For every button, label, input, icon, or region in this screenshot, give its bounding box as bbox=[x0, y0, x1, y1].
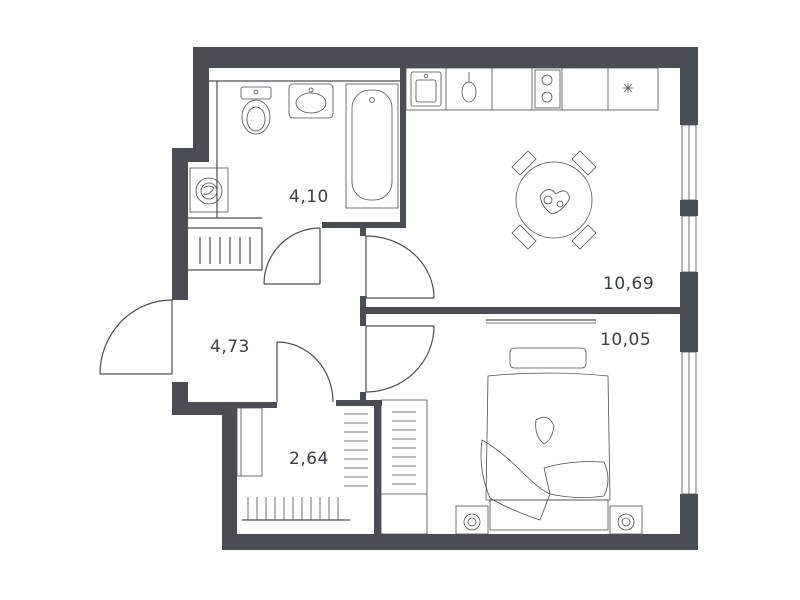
wall-right-bottom bbox=[680, 494, 698, 550]
toilet-icon bbox=[240, 86, 272, 135]
wall-hall-post-mid bbox=[360, 296, 366, 326]
wall-right-pier1 bbox=[680, 200, 698, 216]
wall-storage-right bbox=[374, 400, 381, 534]
bedroom-wardrobe bbox=[380, 399, 428, 535]
wall-right-pier2 bbox=[680, 272, 698, 352]
washing-machine-icon bbox=[189, 167, 229, 213]
wall-left-upper bbox=[193, 47, 209, 162]
door-entrance bbox=[99, 299, 173, 375]
wall-left-mid bbox=[172, 148, 188, 300]
wall-bath-bottom-right bbox=[322, 222, 406, 228]
bedside-lamp-right bbox=[609, 505, 643, 535]
wall-bath-right bbox=[400, 68, 406, 228]
area-label-kitchen: 10,69 bbox=[603, 274, 654, 294]
sink-icon bbox=[288, 83, 334, 119]
wall-hall-post bbox=[360, 228, 366, 236]
door-bedroom bbox=[365, 325, 435, 393]
doors bbox=[99, 227, 435, 403]
kitchen-sink-icon bbox=[410, 71, 442, 107]
wardrobe-icon bbox=[199, 237, 251, 264]
wall-storage-top bbox=[336, 400, 382, 406]
tv-panel bbox=[486, 319, 596, 324]
bed-icon bbox=[480, 347, 611, 531]
area-label-hallway: 4,73 bbox=[210, 337, 250, 357]
snowflake-icon bbox=[623, 83, 633, 93]
area-label-storage: 2,64 bbox=[289, 449, 329, 469]
area-label-bedroom: 10,05 bbox=[600, 330, 651, 350]
bathtub-icon bbox=[345, 83, 399, 209]
wall-hall-post-low bbox=[360, 392, 366, 404]
door-bathroom bbox=[263, 227, 321, 285]
stove-icon bbox=[534, 69, 561, 109]
wall-right-top bbox=[680, 47, 698, 125]
interior-walls bbox=[222, 68, 680, 534]
storage-shelves bbox=[236, 407, 368, 521]
kitchen-counter bbox=[405, 67, 659, 111]
faucet-icon bbox=[461, 72, 477, 103]
partitions bbox=[188, 80, 400, 271]
wall-kitchen-bedroom bbox=[360, 307, 680, 314]
area-label-bathroom: 4,10 bbox=[289, 187, 329, 207]
door-kitchen bbox=[365, 235, 435, 299]
door-storage bbox=[276, 341, 334, 403]
exterior-walls bbox=[172, 47, 698, 550]
bedside-lamp-left bbox=[455, 505, 489, 535]
wall-top bbox=[193, 47, 698, 68]
wall-storage-top-left bbox=[222, 402, 277, 408]
wall-left-bottom bbox=[222, 402, 237, 550]
wall-left-step-low bbox=[172, 402, 237, 415]
windows bbox=[681, 124, 697, 495]
wall-bottom bbox=[222, 534, 698, 550]
dining-table-icon bbox=[511, 150, 597, 250]
